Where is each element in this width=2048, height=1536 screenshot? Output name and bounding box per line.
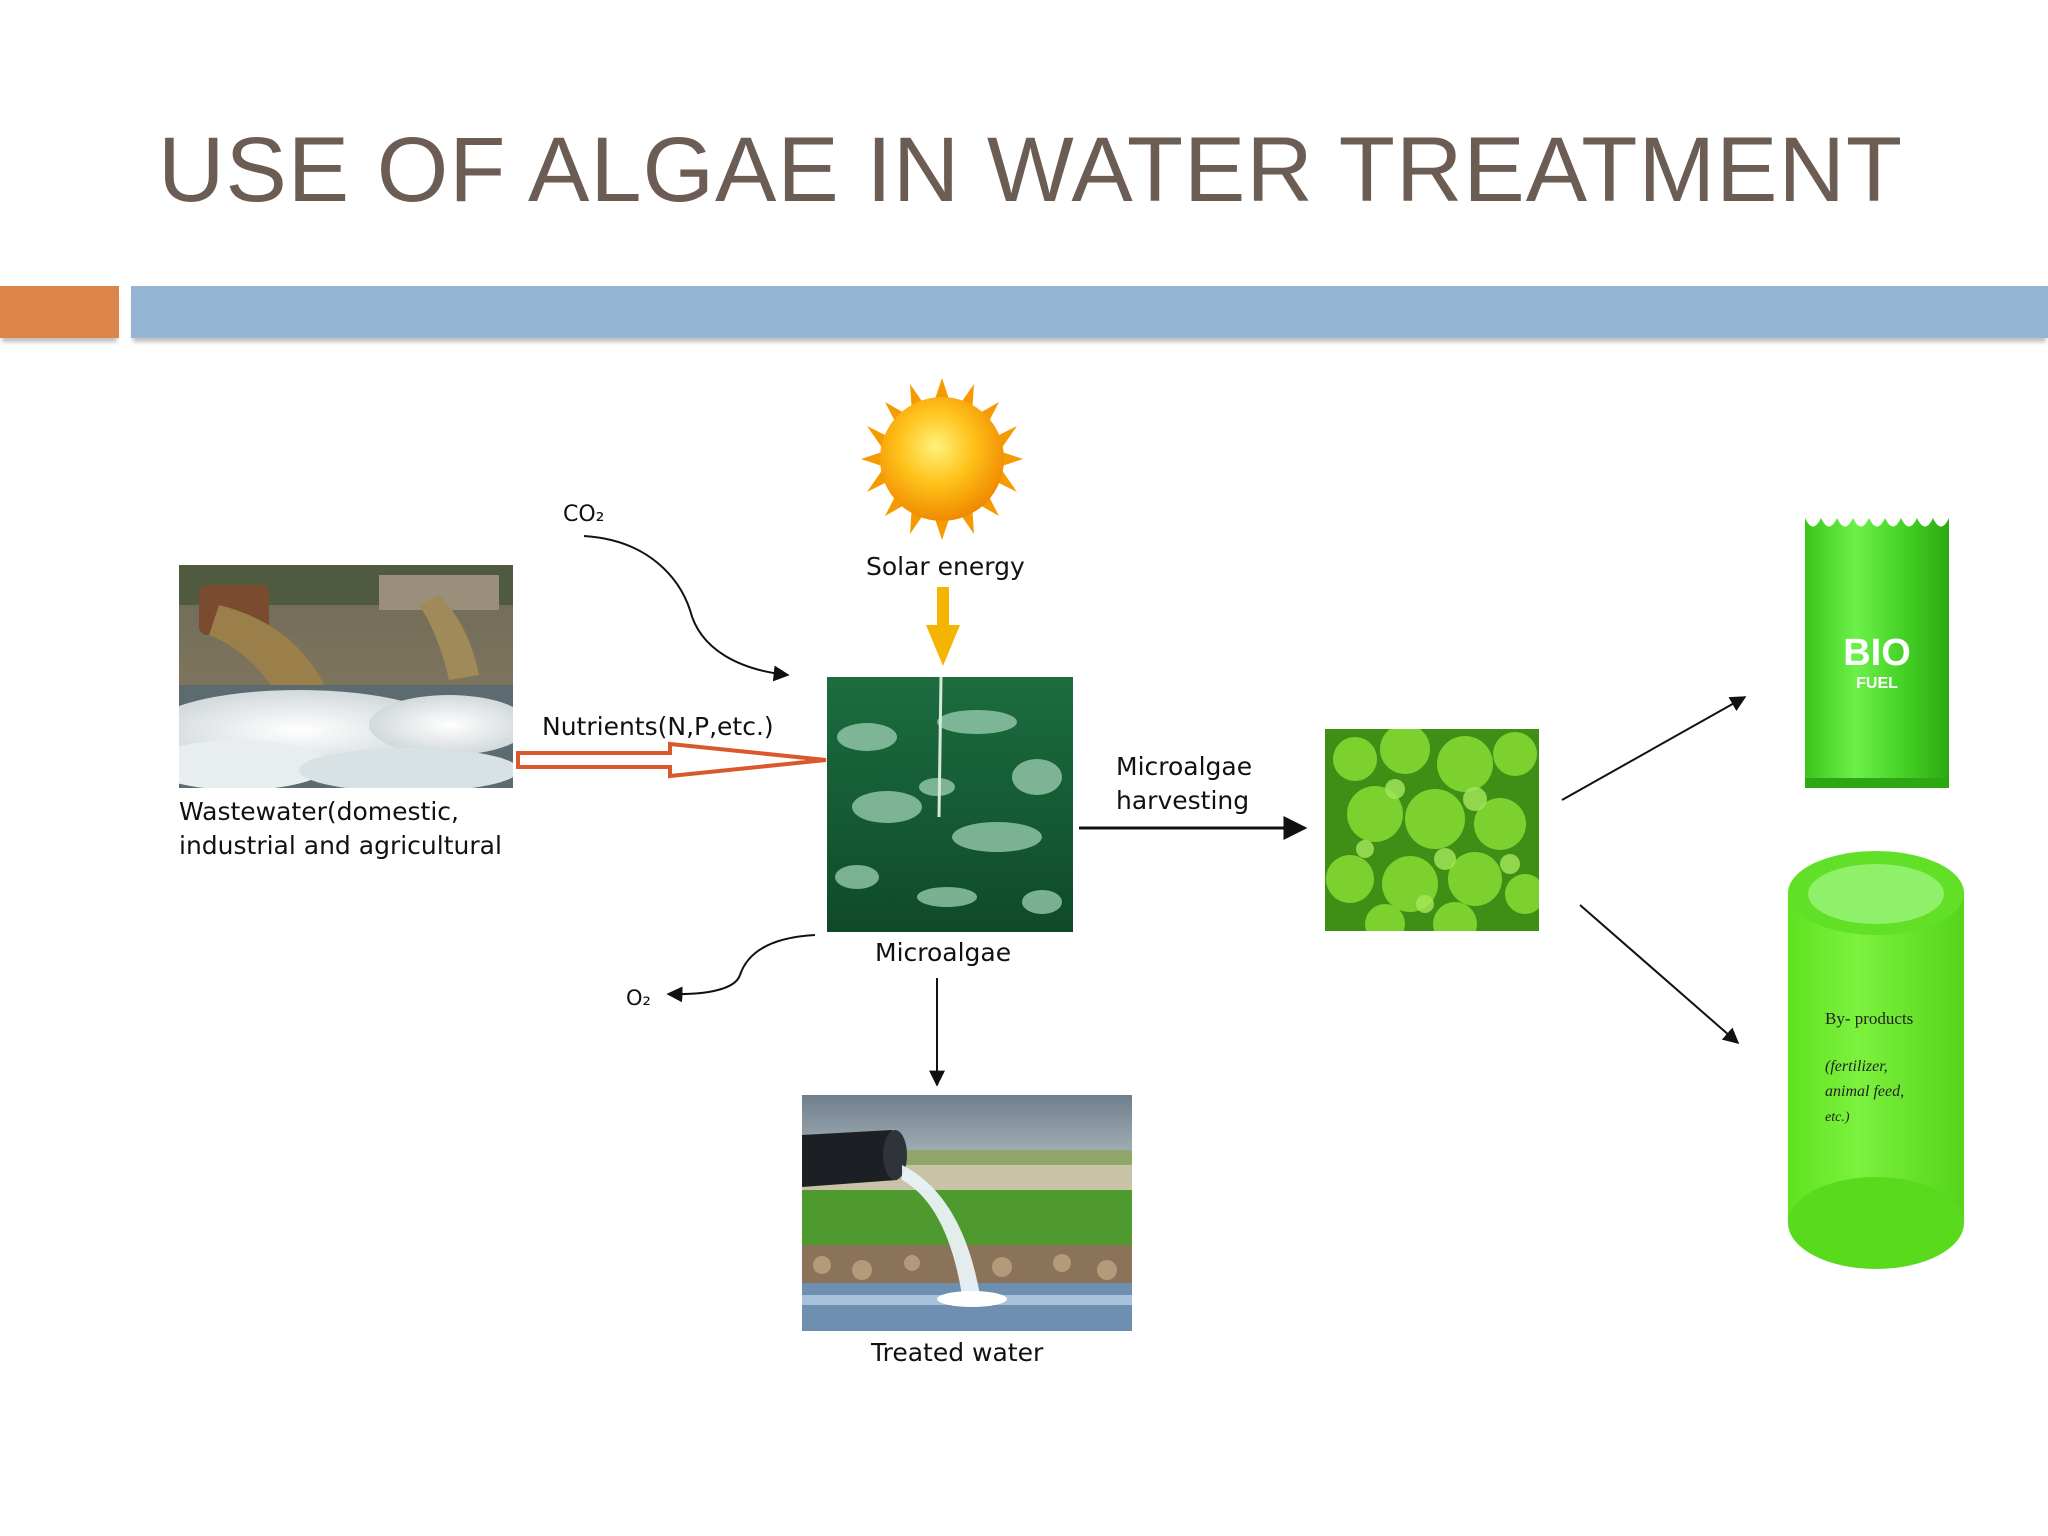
co2-label: CO₂ <box>563 502 605 527</box>
slide-title: USE OF ALGAE IN WATER TREATMENT <box>158 119 1904 221</box>
byproducts-container-icon <box>1788 851 1964 1269</box>
biofuel-barrel-icon <box>1805 512 1949 788</box>
harvested-algae-art <box>1325 729 1539 931</box>
solar-energy-arrow <box>926 587 960 666</box>
o2-label: O₂ <box>626 986 651 1010</box>
biofuel-label-bio: BIO <box>1843 632 1911 674</box>
harvested-algae-photo <box>1325 729 1539 931</box>
nutrients-arrow <box>516 741 827 779</box>
byproducts-arrow <box>1579 904 1740 1045</box>
byproducts-label-line4: etc.) <box>1825 1110 1850 1125</box>
byproducts-label-line3: animal feed, <box>1825 1083 1904 1100</box>
wastewater-photo <box>179 565 513 788</box>
microalgae-pond-art <box>827 677 1073 932</box>
treated-water-photo <box>802 1095 1132 1331</box>
wastewater-label-line1: Wastewater(domestic, <box>179 797 459 826</box>
sun-icon <box>861 378 1023 540</box>
biofuel-label-fuel: FUEL <box>1856 675 1898 692</box>
byproducts-label-line2: (fertilizer, <box>1825 1058 1888 1075</box>
wastewater-label-line2: industrial and agricultural <box>179 831 502 860</box>
o2-arrow <box>666 934 816 1003</box>
treated-water-art <box>802 1095 1132 1331</box>
microalgae-label: Microalgae <box>875 938 1012 967</box>
byproducts-label-line1: By- products <box>1825 1009 1913 1028</box>
co2-arrow <box>583 535 790 682</box>
nutrients-label: Nutrients(N,P,etc.) <box>542 712 774 741</box>
solar-energy-label: Solar energy <box>866 552 1025 581</box>
harvesting-label-line2: harvesting <box>1116 786 1250 815</box>
header-accent-orange-bar <box>0 286 119 338</box>
wastewater-photo-art <box>179 565 513 788</box>
header-accent-blue-bar <box>131 286 2048 338</box>
microalgae-pond-photo <box>827 677 1073 932</box>
biofuel-arrow <box>1561 696 1747 801</box>
treated-water-label: Treated water <box>871 1338 1044 1367</box>
harvesting-label-line1: Microalgae <box>1116 752 1253 781</box>
